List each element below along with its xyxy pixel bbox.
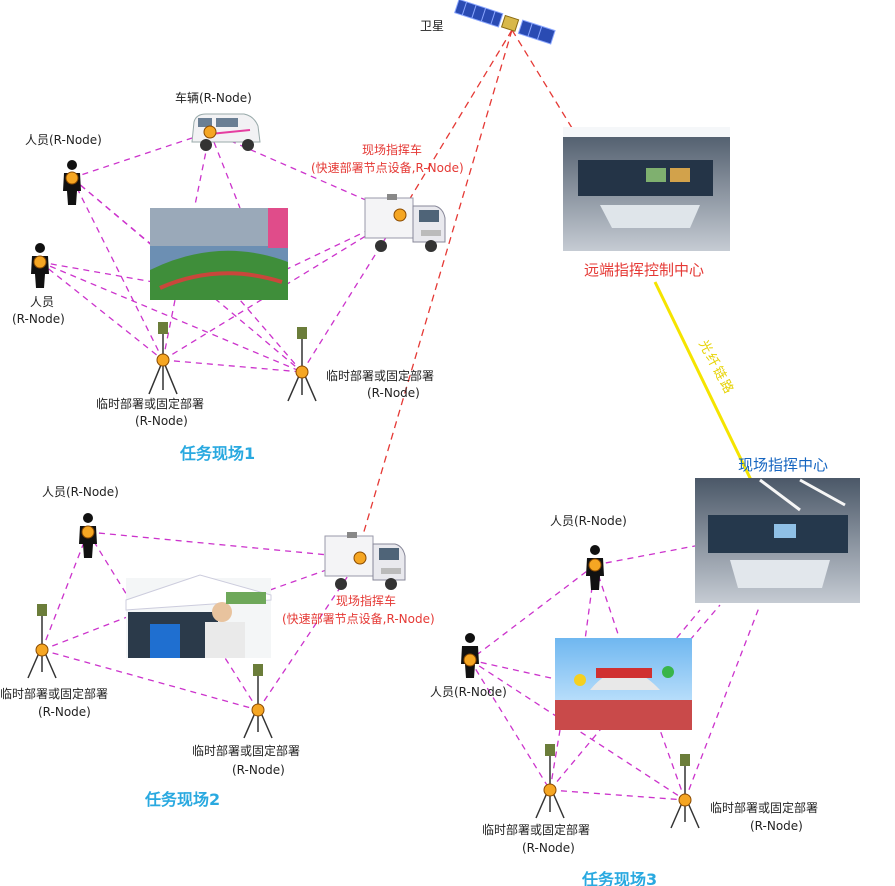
tripod-label-sub: (R-Node)	[232, 763, 285, 777]
vehicle-label: 车辆(R-Node)	[175, 91, 252, 105]
tripod-label: 临时部署或固定部署	[0, 687, 109, 701]
command-vehicle-label-sub: (快速部署节点设备,R-Node)	[311, 161, 464, 175]
tripod-label-sub: (R-Node)	[135, 414, 188, 428]
person-label-sub: (R-Node)	[12, 312, 65, 326]
remote-command-center-label: 远端指挥控制中心	[584, 261, 705, 279]
site3-festival-photo	[555, 638, 692, 730]
remote-command-center-photo	[563, 127, 730, 251]
tripod-icon	[243, 664, 273, 739]
person-label: 人员(R-Node)	[550, 514, 627, 528]
stadium-photo	[150, 208, 288, 300]
command-truck-icon	[364, 194, 446, 252]
person-label: 人员	[30, 295, 55, 309]
tripod-label-sub: (R-Node)	[522, 841, 575, 855]
site2-tent-photo	[125, 574, 272, 658]
command-vehicle-label: 现场指挥车	[362, 143, 423, 157]
person-label: 人员(R-Node)	[430, 685, 507, 699]
fiber-link-line	[653, 281, 754, 483]
site-1-title: 任务现场1	[180, 444, 256, 463]
satellite-links	[359, 29, 573, 546]
site-3-title: 任务现场3	[582, 870, 658, 886]
tripod-label-sub: (R-Node)	[750, 819, 803, 833]
command-vehicle-label-sub: (快速部署节点设备,R-Node)	[282, 612, 435, 626]
person-label: 人员(R-Node)	[25, 133, 102, 147]
tripod-label: 临时部署或固定部署	[96, 397, 205, 411]
satellite-icon	[454, 0, 556, 45]
field-command-center-photo	[695, 478, 860, 603]
tripod-label: 临时部署或固定部署	[710, 801, 819, 815]
tripod-icon	[535, 744, 565, 819]
satellite-label: 卫星	[420, 19, 445, 33]
tripod-label: 临时部署或固定部署	[326, 369, 435, 383]
field-command-center-label: 现场指挥中心	[738, 456, 829, 474]
tripod-label-sub: (R-Node)	[367, 386, 420, 400]
tripod-label-sub: (R-Node)	[38, 705, 91, 719]
van-icon	[191, 113, 261, 151]
tripod-label: 临时部署或固定部署	[192, 744, 301, 758]
node-dots	[33, 125, 692, 807]
tripod-icon	[27, 604, 57, 679]
mesh-links	[39, 131, 761, 801]
person-label: 人员(R-Node)	[42, 485, 119, 499]
site-2-title: 任务现场2	[145, 790, 221, 809]
tripod-icon	[670, 754, 700, 829]
command-vehicle-label: 现场指挥车	[336, 594, 397, 608]
tripod-label: 临时部署或固定部署	[482, 823, 591, 837]
